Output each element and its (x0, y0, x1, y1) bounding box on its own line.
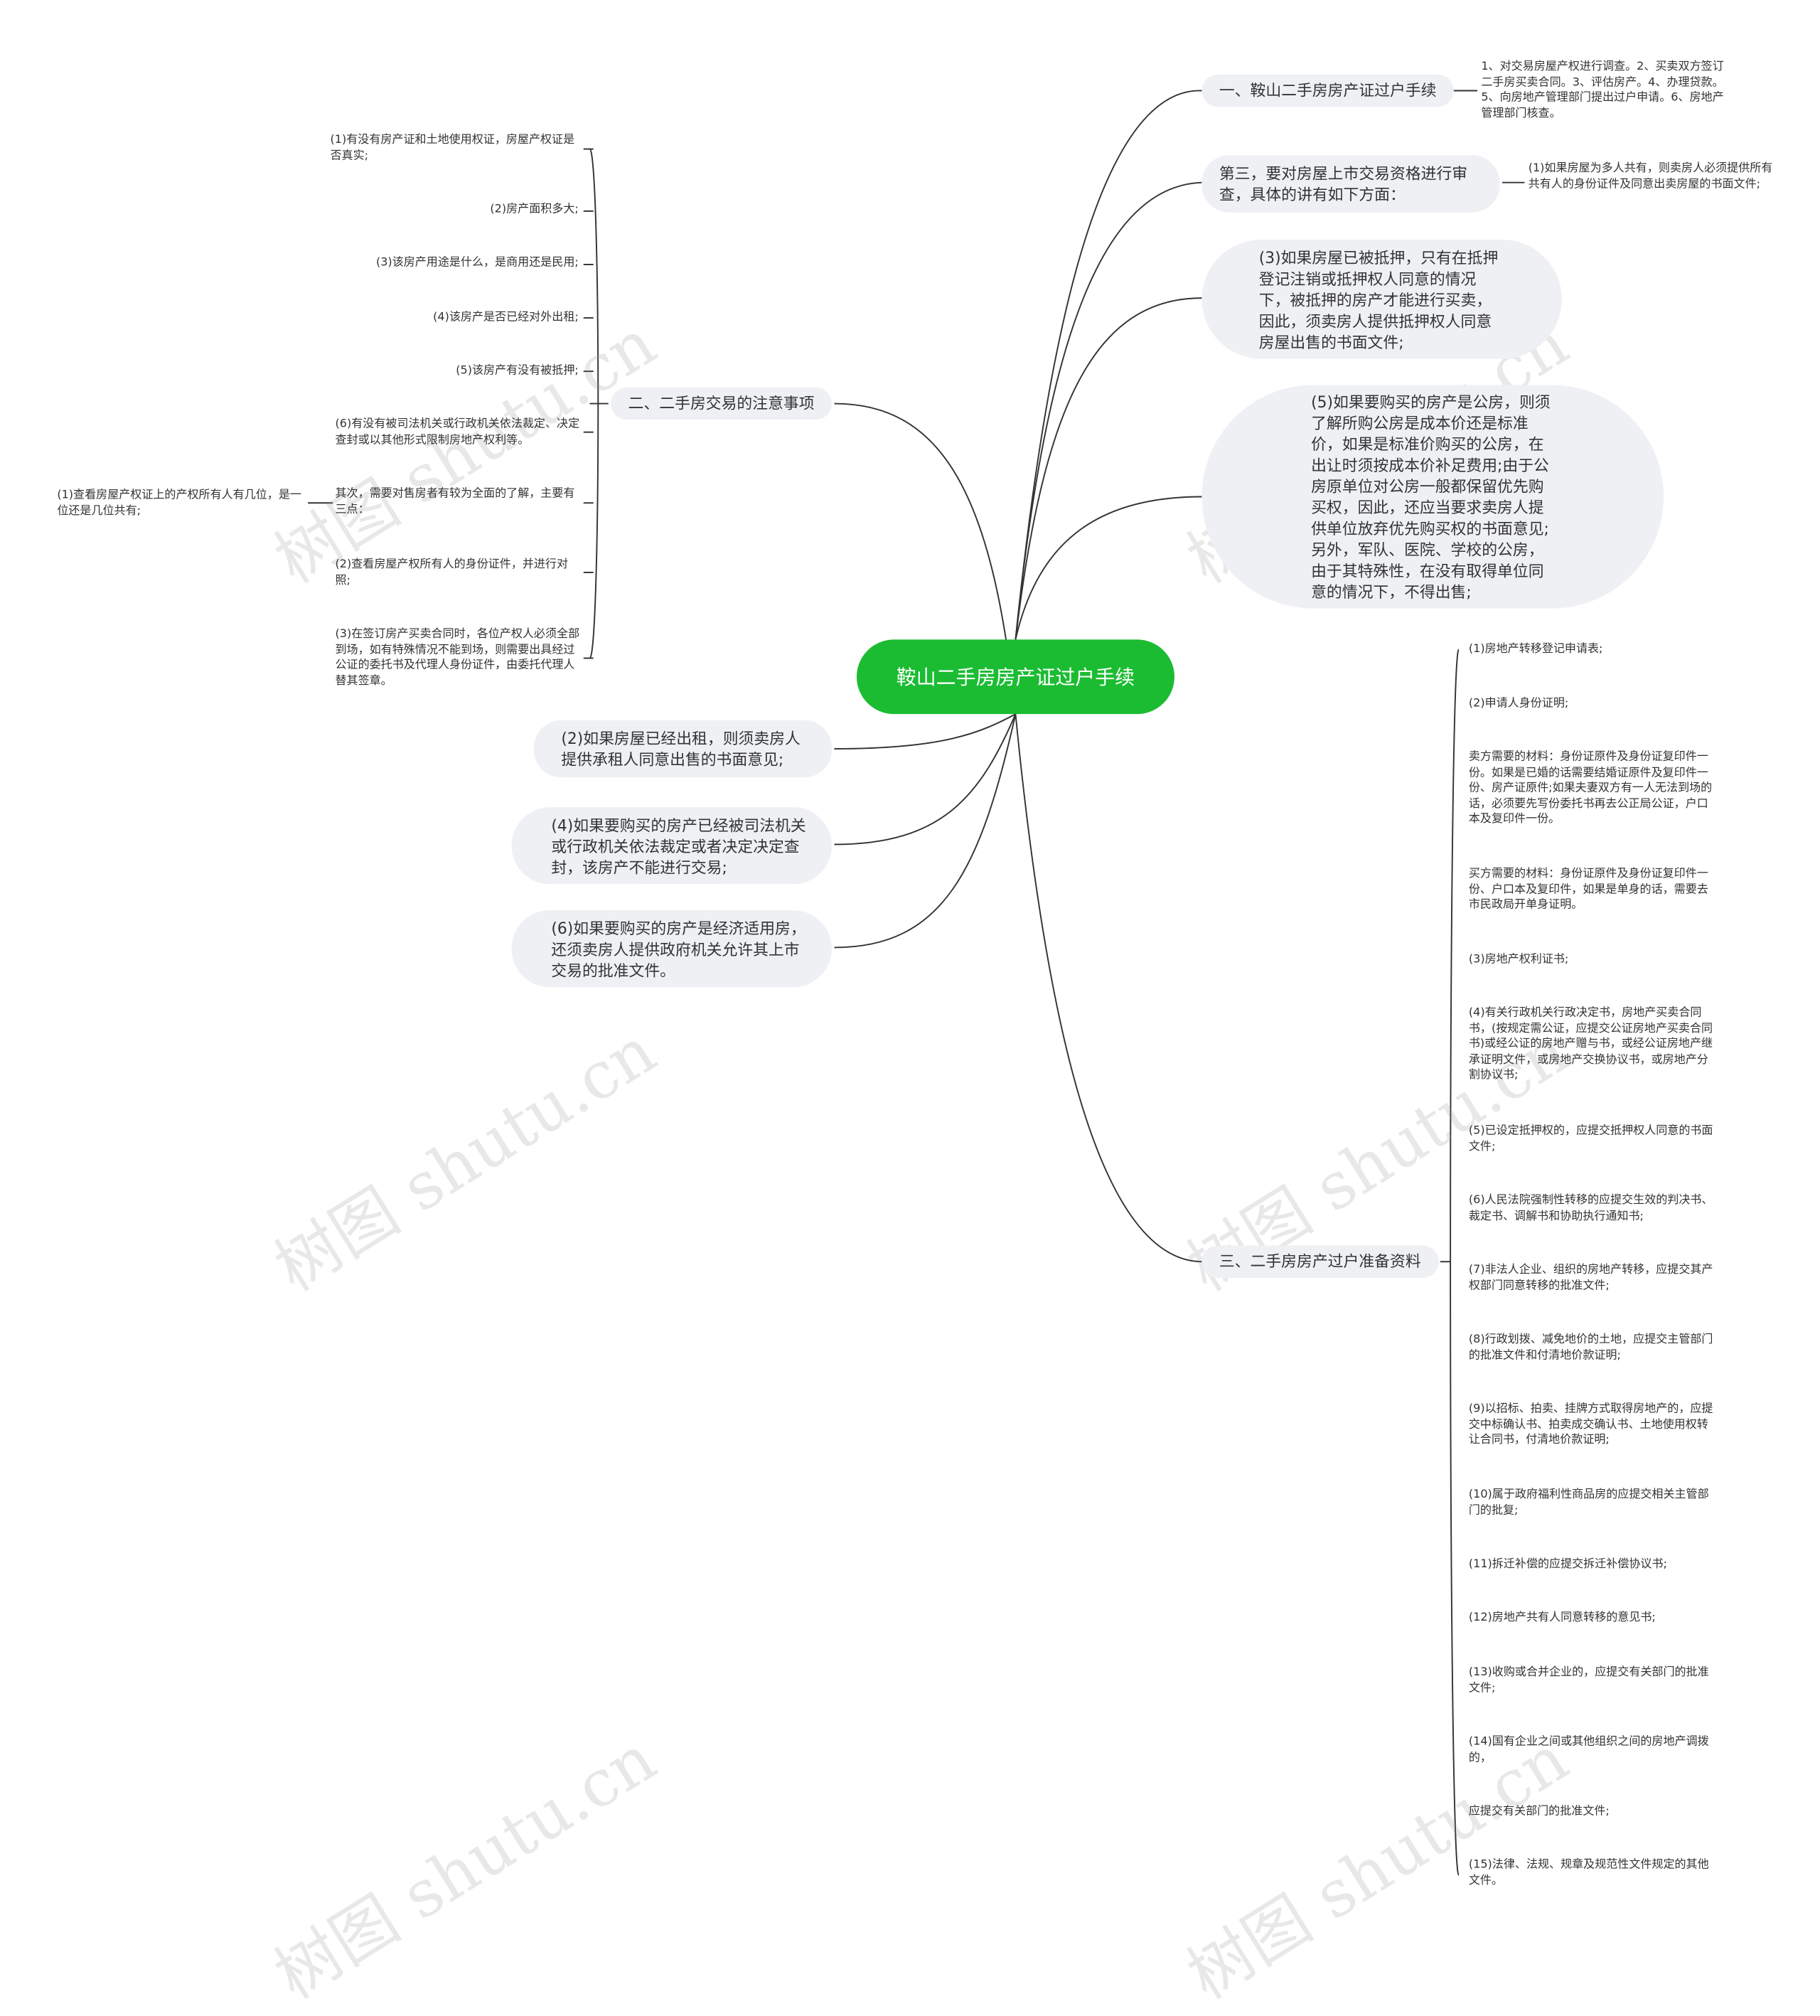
transfer-procedure-detail: 1、对交易房屋产权进行调查。2、买卖双方签订二手房买卖合同。3、评估房产。4、办… (1481, 59, 1724, 121)
node-public-housing[interactable]: (5)如果要购买的房产是公房，则须了解所购公房是成本价还是标准价，如果是标准价购… (1201, 385, 1664, 609)
node-rented-house[interactable]: (2)如果房屋已经出租，则须卖房人提供承租人同意出售的书面意见; (533, 720, 833, 778)
doc-item-11: (11)拆迁补偿的应提交拆迁补偿协议书; (1468, 1557, 1667, 1572)
note-subitem-owners: (1)查看房屋产权证上的产权所有人有几位，是一位还是几位共有; (57, 488, 301, 518)
node-affordable-housing[interactable]: (6)如果要购买的房产是经济适用房，还须卖房人提供政府机关允许其上市交易的批准文… (511, 910, 833, 988)
branch-transaction-notes[interactable]: 二、二手房交易的注意事项 (611, 387, 833, 420)
doc-item-9: (9)以招标、拍卖、挂牌方式取得房地产的，应提交中标确认书、拍卖成交确认书、土地… (1468, 1402, 1713, 1447)
listing-qualification-detail: (1)如果房屋为多人共有，则卖房人必须提供所有共有人的身份证件及同意出卖房屋的书… (1528, 161, 1773, 191)
doc-item-buyer: 买方需要的材料：身份证原件及身份证复印件一份、户口本及复印件，如果是单身的话，需… (1468, 866, 1708, 912)
note-item-3: (3)该房产用途是什么，是商用还是民用; (375, 255, 579, 270)
branch-transfer-procedure[interactable]: 一、鞍山二手房房产证过户手续 (1201, 74, 1454, 107)
doc-item-14b: 应提交有关部门的批准文件; (1468, 1804, 1610, 1818)
node-mortgaged-house[interactable]: (3)如果房屋已被抵押，只有在抵押登记注销或抵押权人同意的情况下，被抵押的房产才… (1201, 240, 1562, 359)
branch-transfer-documents[interactable]: 三、二手房房产过户准备资料 (1201, 1245, 1439, 1278)
connector-lines (308, 90, 1525, 1876)
note-item-2: (2)房产面积多大; (490, 202, 579, 216)
note-item-secondly: 其次，需要对售房者有较为全面的了解，主要有三点： (335, 486, 575, 516)
doc-item-4: (4)有关行政机关行政决定书，房地产买卖合同书，(按规定需公证，应提交公证房地产… (1468, 1006, 1713, 1082)
root-topic[interactable]: 鞍山二手房房产证过户手续 (856, 639, 1174, 715)
branch-listing-qualification[interactable]: 第三，要对房屋上市交易资格进行审查，具体的讲有如下方面： (1201, 155, 1500, 213)
doc-item-15: (15)法律、法规、规章及规范性文件规定的其他文件。 (1468, 1857, 1709, 1887)
doc-item-14: (14)国有企业之间或其他组织之间的房地产调拨的， (1468, 1734, 1709, 1764)
doc-item-6: (6)人民法院强制性转移的应提交生效的判决书、裁定书、调解书和协助执行通知书; (1468, 1193, 1713, 1223)
doc-item-3: (3)房地产权利证书; (1468, 952, 1569, 966)
note-item-6: (6)有没有被司法机关或行政机关依法裁定、决定查封或以其他形式限制房地产权利等。 (335, 417, 580, 447)
mindmap-canvas: 树图 shutu.cn 树图 shutu.cn 树图 shutu.cn 树图 s… (57, 59, 1773, 2015)
note-item-signing: (3)在签订房产买卖合同时，各位产权人必须全部到场，如有特殊情况不能到场，则需要… (335, 626, 580, 688)
node-seized-house[interactable]: (4)如果要购买的房产已经被司法机关或行政机关依法裁定或者决定决定查封，该房产不… (511, 807, 833, 885)
note-item-id-check: (2)查看房屋产权所有人的身份证件，并进行对照; (335, 558, 569, 587)
doc-item-7: (7)非法人企业、组织的房地产转移，应提交其产权部门同意转移的批准文件; (1468, 1262, 1713, 1293)
note-item-1: (1)有没有房产证和土地使用权证，房屋产权证是否真实; (330, 132, 575, 163)
note-item-4: (4)该房产是否已经对外出租; (433, 310, 579, 324)
doc-item-1: (1)房地产转移登记申请表; (1468, 641, 1603, 656)
doc-item-12: (12)房地产共有人同意转移的意见书; (1468, 1610, 1656, 1625)
doc-item-5: (5)已设定抵押权的，应提交抵押权人同意的书面文件; (1468, 1124, 1713, 1153)
doc-item-seller: 卖方需要的材料：身份证原件及身份证复印件一份。如果是已婚的话需要结婚证原件及复印… (1468, 750, 1713, 826)
doc-item-2: (2)申请人身份证明; (1468, 696, 1569, 710)
doc-item-8: (8)行政划拨、减免地价的土地，应提交主管部门的批准文件和付清地价款证明; (1468, 1332, 1713, 1362)
doc-item-10: (10)属于政府福利性商品房的应提交相关主管部门的批复; (1468, 1488, 1709, 1518)
note-item-5: (5)该房产有没有被抵押; (456, 363, 579, 378)
doc-item-13: (13)收购或合并企业的，应提交有关部门的批准文件; (1468, 1665, 1709, 1695)
